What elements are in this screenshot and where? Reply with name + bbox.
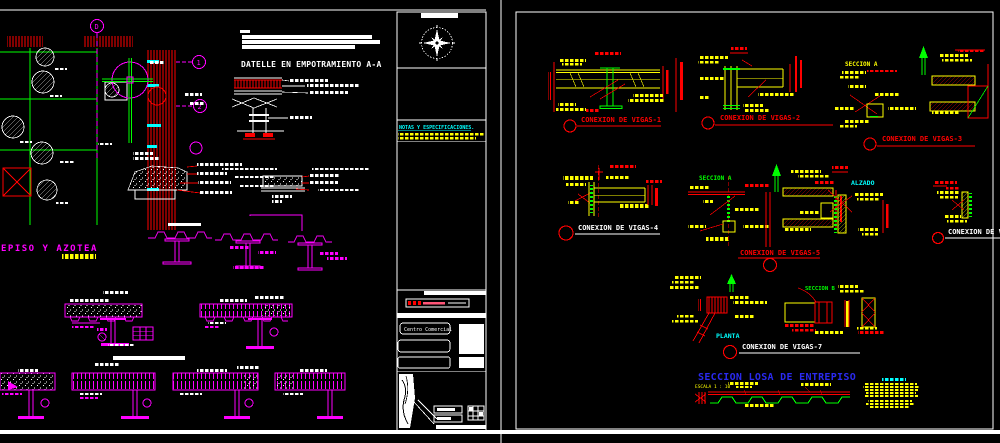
vigas-2-detail: CONEXION DE VIGAS-2 <box>698 47 833 130</box>
axis-bubble-d-label: D <box>95 23 99 31</box>
vigas-1-detail: CONEXION DE VIGAS-1 <box>548 52 683 133</box>
vigas-5-title-group: CONEXION DE VIGAS-5 <box>738 249 820 273</box>
north-arrow-1 <box>919 46 928 75</box>
deck-sections <box>148 214 347 271</box>
vigas-7-title-group: CONEXION DE VIGAS-7 <box>722 343 860 360</box>
deck-detail-right <box>199 296 293 349</box>
vigas-4-title-group: CONEXION DE VIGAS-4 <box>558 224 660 241</box>
losa-section: SECCION LOSA DE ENTREPISO ESCALA 1 : 10 <box>694 372 919 408</box>
beam-section-4 <box>274 372 346 419</box>
losa-scale: ESCALA 1 : 10 <box>695 384 731 390</box>
nota-block <box>863 378 919 408</box>
seccion-b-label: SECCION B <box>805 286 835 292</box>
axis-bubble-1: 1 <box>192 55 206 69</box>
vigas-6-detail: ALZADO <box>827 166 1000 245</box>
concrete-detail-1 <box>127 152 277 200</box>
vigas-3-title-group: CONEXION DE VIGAS-3 <box>863 135 975 151</box>
project-name: Centro Comercial <box>404 327 452 333</box>
notes-title: NOTAS Y ESPECIFICACIONES. <box>399 125 474 131</box>
vigas-4-title: CONEXION DE VIGAS-4 <box>578 224 658 232</box>
crosshair-detail <box>102 58 205 143</box>
planta-label: PLANTA <box>716 332 740 340</box>
vigas-5-detail: SECCION A <box>688 164 842 273</box>
axis-bubble-2: 2 <box>193 99 207 113</box>
vigas-7-detail: PLANTA SECCION B CONEXION <box>670 274 884 360</box>
title-block-strip: NOTAS Y ESPECIFICACIONES. Centro Comerci… <box>396 11 487 433</box>
scale-bar <box>405 291 486 308</box>
project-name-box: Centro Comercial <box>399 322 452 335</box>
beam-section-row <box>0 356 346 419</box>
beam-section-1 <box>0 372 56 419</box>
axis-bubble-2-label: 2 <box>198 103 202 111</box>
deck-detail-left <box>64 291 154 346</box>
logo-cell <box>399 374 486 429</box>
stamp-grid <box>467 405 485 421</box>
left-sheet: D 1 2 <box>0 11 487 433</box>
beam-section-3 <box>172 372 259 419</box>
seccion-a-1-label: SECCION A <box>845 61 878 68</box>
seccion-a-2-label: SECCION A <box>699 175 732 182</box>
vigas-3-title: CONEXION DE VIGAS-3 <box>882 135 962 143</box>
embed-detail: DATELLE EN EMPOTRAMIENTO A-A <box>231 30 381 140</box>
vigas-5-title: CONEXION DE VIGAS-5 <box>740 249 820 257</box>
right-sheet: CONEXION DE VIGAS-1 <box>548 46 1000 408</box>
vigas-1-title-group: CONEXION DE VIGAS-1 <box>563 116 661 133</box>
compass-icon <box>419 25 455 61</box>
vigas-7-title: CONEXION DE VIGAS-7 <box>742 343 822 351</box>
vigas-6-title: CONEXION DE V <box>948 228 1000 236</box>
losa-title: SECCION LOSA DE ENTREPISO <box>698 372 856 383</box>
bolt-table <box>132 326 154 341</box>
vigas-6-title-group: CONEXION DE V <box>931 228 1000 245</box>
axis-bubble-1-label: 1 <box>197 59 201 67</box>
embed-detail-title: DATELLE EN EMPOTRAMIENTO A-A <box>241 60 381 69</box>
vigas-2-title-group: CONEXION DE VIGAS-2 <box>701 114 833 130</box>
concrete-detail-2 <box>261 168 370 203</box>
north-arrow-2 <box>772 164 781 192</box>
plan-fragment: D 1 2 <box>0 19 207 230</box>
vigas-3-detail: SECCION A <box>835 46 989 151</box>
plan-title-group: EPISO Y AZOTEA <box>1 244 98 259</box>
axis-bubble-d: D <box>90 19 104 33</box>
notes-cell: NOTAS Y ESPECIFICACIONES. <box>398 125 484 140</box>
vigas-2-title: CONEXION DE VIGAS-2 <box>720 114 800 122</box>
plan-title: EPISO Y AZOTEA <box>1 244 98 254</box>
vigas-1-title: CONEXION DE VIGAS-1 <box>581 116 661 124</box>
vigas-4-detail: CONEXION DE VIGAS-4 <box>558 165 662 241</box>
beam-section-2 <box>71 372 156 419</box>
alzado-label: ALZADO <box>851 179 875 187</box>
north-arrow-3 <box>727 274 736 292</box>
